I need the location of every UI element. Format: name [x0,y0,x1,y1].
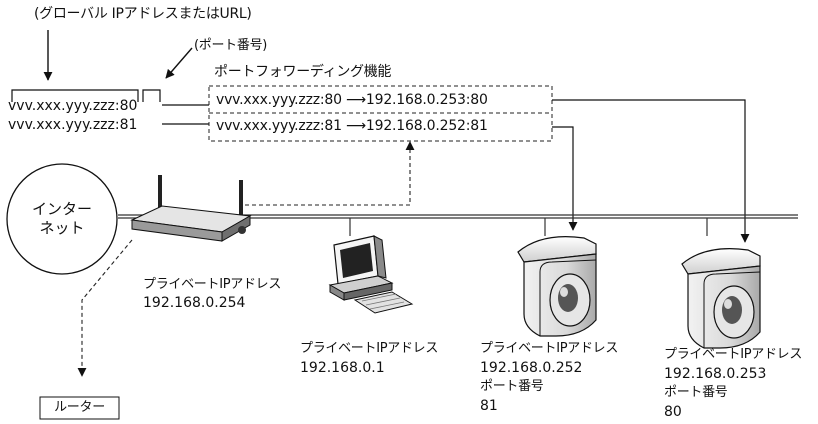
internet-label-line1: インター [31,200,92,218]
external-address-80: vvv.xxx.yyy.zzz:80 [8,98,138,114]
camera-1-port: 81 [480,398,498,414]
internet-label-line2: ネット [39,219,85,237]
camera-2-port: 80 [664,404,682,420]
port-forwarding-box [208,85,553,142]
router-icon [130,175,252,242]
forward-line-camera-2 [552,99,750,243]
forward-line-camera-1 [552,126,578,231]
router-private-ip-label: プライベートIPアドレス [143,277,282,292]
forward-rule-81: vvv.xxx.yyy.zzz:81 ⟶192.168.0.252:81 [216,118,488,134]
camera-2-icon [681,248,761,349]
internet-cloud [6,163,118,275]
global-ip-label: (グローバル IPアドレスまたはURL) [34,6,252,22]
pc-private-ip: 192.168.0.1 [300,360,385,376]
router-forward-dashed [245,141,415,206]
camera-1-private-ip: 192.168.0.252 [480,360,583,376]
forward-rule-80: vvv.xxx.yyy.zzz:80 ⟶192.168.0.253:80 [216,92,488,108]
port-number-label: (ポート番号) [194,38,268,53]
camera-2-private-ip: 192.168.0.253 [664,366,767,382]
camera-1-port-label: ポート番号 [480,379,544,394]
ip-bracket [11,89,139,102]
external-address-81: vvv.xxx.yyy.zzz:81 [8,117,138,133]
router-to-box-dashed [77,239,133,377]
router-box-label: ルーター [54,400,105,415]
router-private-ip: 192.168.0.254 [143,295,246,311]
pc-private-ip-label: プライベートIPアドレス [300,341,439,356]
router-box [39,396,120,420]
camera-1-private-ip-label: プライベートIPアドレス [480,341,619,356]
pc-icon [328,235,414,314]
port-number-arrow [165,47,193,79]
camera-2-private-ip-label: プライベートIPアドレス [664,347,803,362]
camera-2-port-label: ポート番号 [664,385,728,400]
port-forwarding-title: ポートフォワーディング機能 [214,64,392,80]
port-bracket [142,89,161,102]
camera-1-icon [517,236,597,337]
